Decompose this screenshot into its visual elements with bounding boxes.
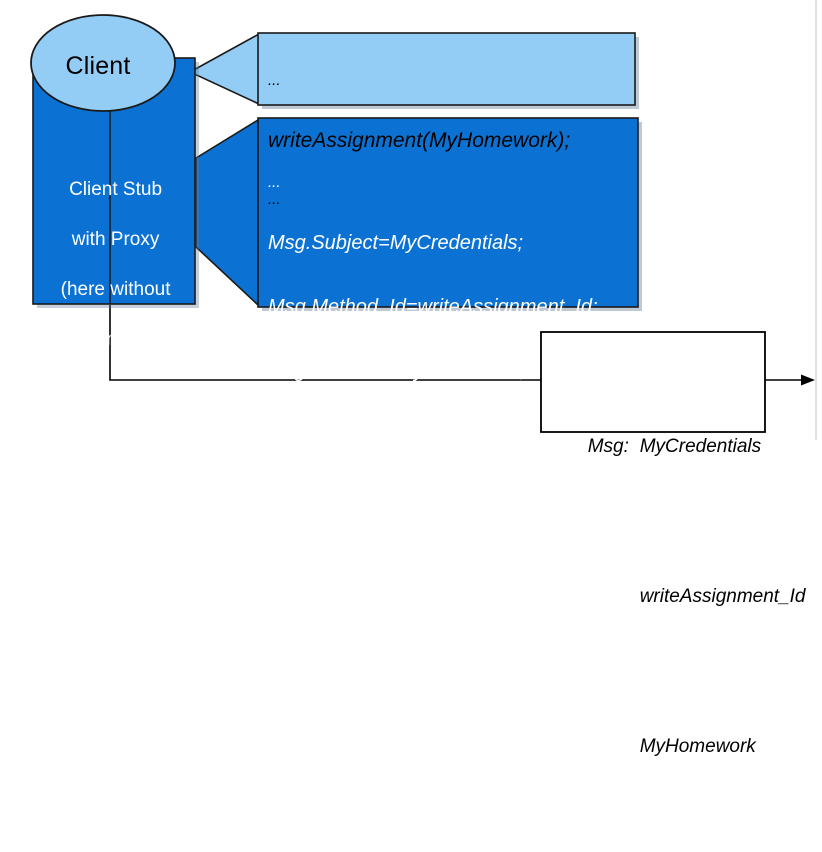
client-stub-line-3: (here without (60, 279, 171, 300)
message-box-value-2: writeAssignment_Id (639, 586, 806, 607)
callout-stub-ellipsis-top: ... (268, 174, 281, 191)
client-stub-line-1: Client Stub (69, 179, 163, 200)
client-stub-line-2: with Proxy (71, 229, 160, 250)
callout-stub-code-line-1: Msg.Subject=MyCredentials; (268, 232, 524, 254)
callout-application-ellipsis-bottom: ... (268, 191, 281, 208)
message-box-key: Msg: (587, 436, 629, 457)
client-node-label: Client (65, 52, 131, 80)
callout-application-ellipsis-top: ... (268, 72, 281, 89)
diagram-vector-layer (30, 0, 817, 440)
message-box-value-3: MyHomework (639, 736, 756, 757)
client-stub-label: Client Stub with Proxy (here without PEP… (14, 152, 196, 377)
diagram-canvas: Client Client Stub with Proxy (here with… (14, 0, 817, 757)
callout-stub-box (257, 117, 642, 311)
message-box (540, 331, 766, 433)
message-box-row-3: MyHomework (556, 702, 805, 792)
callout-stub-code-line-3: Msg.Params= MyHomework; (268, 360, 526, 382)
callout-application-text: ... writeAssignment(MyHomework); ... (268, 36, 628, 245)
callout-stub-tail (195, 118, 259, 307)
callout-stub-text: ... Msg.Subject=MyCredentials; Msg.Metho… (268, 136, 630, 542)
callout-application-box (257, 32, 639, 109)
connector-line (109, 305, 541, 381)
message-box-row-2: writeAssignment_Id (556, 552, 806, 642)
client-ellipse (30, 14, 176, 112)
message-box-row-1: Msg: MyCredentials (556, 402, 805, 492)
client-stub-line-4: PEP and PDP) (52, 329, 179, 350)
callout-application-tail (188, 32, 260, 106)
connector-arrow-right (765, 374, 815, 386)
message-box-text: Msg: MyCredentials writeAssignment_Id MyH… (556, 342, 806, 852)
message-box-value-1: MyCredentials (639, 436, 762, 457)
callout-stub-code-line-2: Msg.Method_Id=writeAssignment_Id; (268, 296, 598, 318)
callout-application-code: writeAssignment(MyHomework); (268, 129, 571, 152)
